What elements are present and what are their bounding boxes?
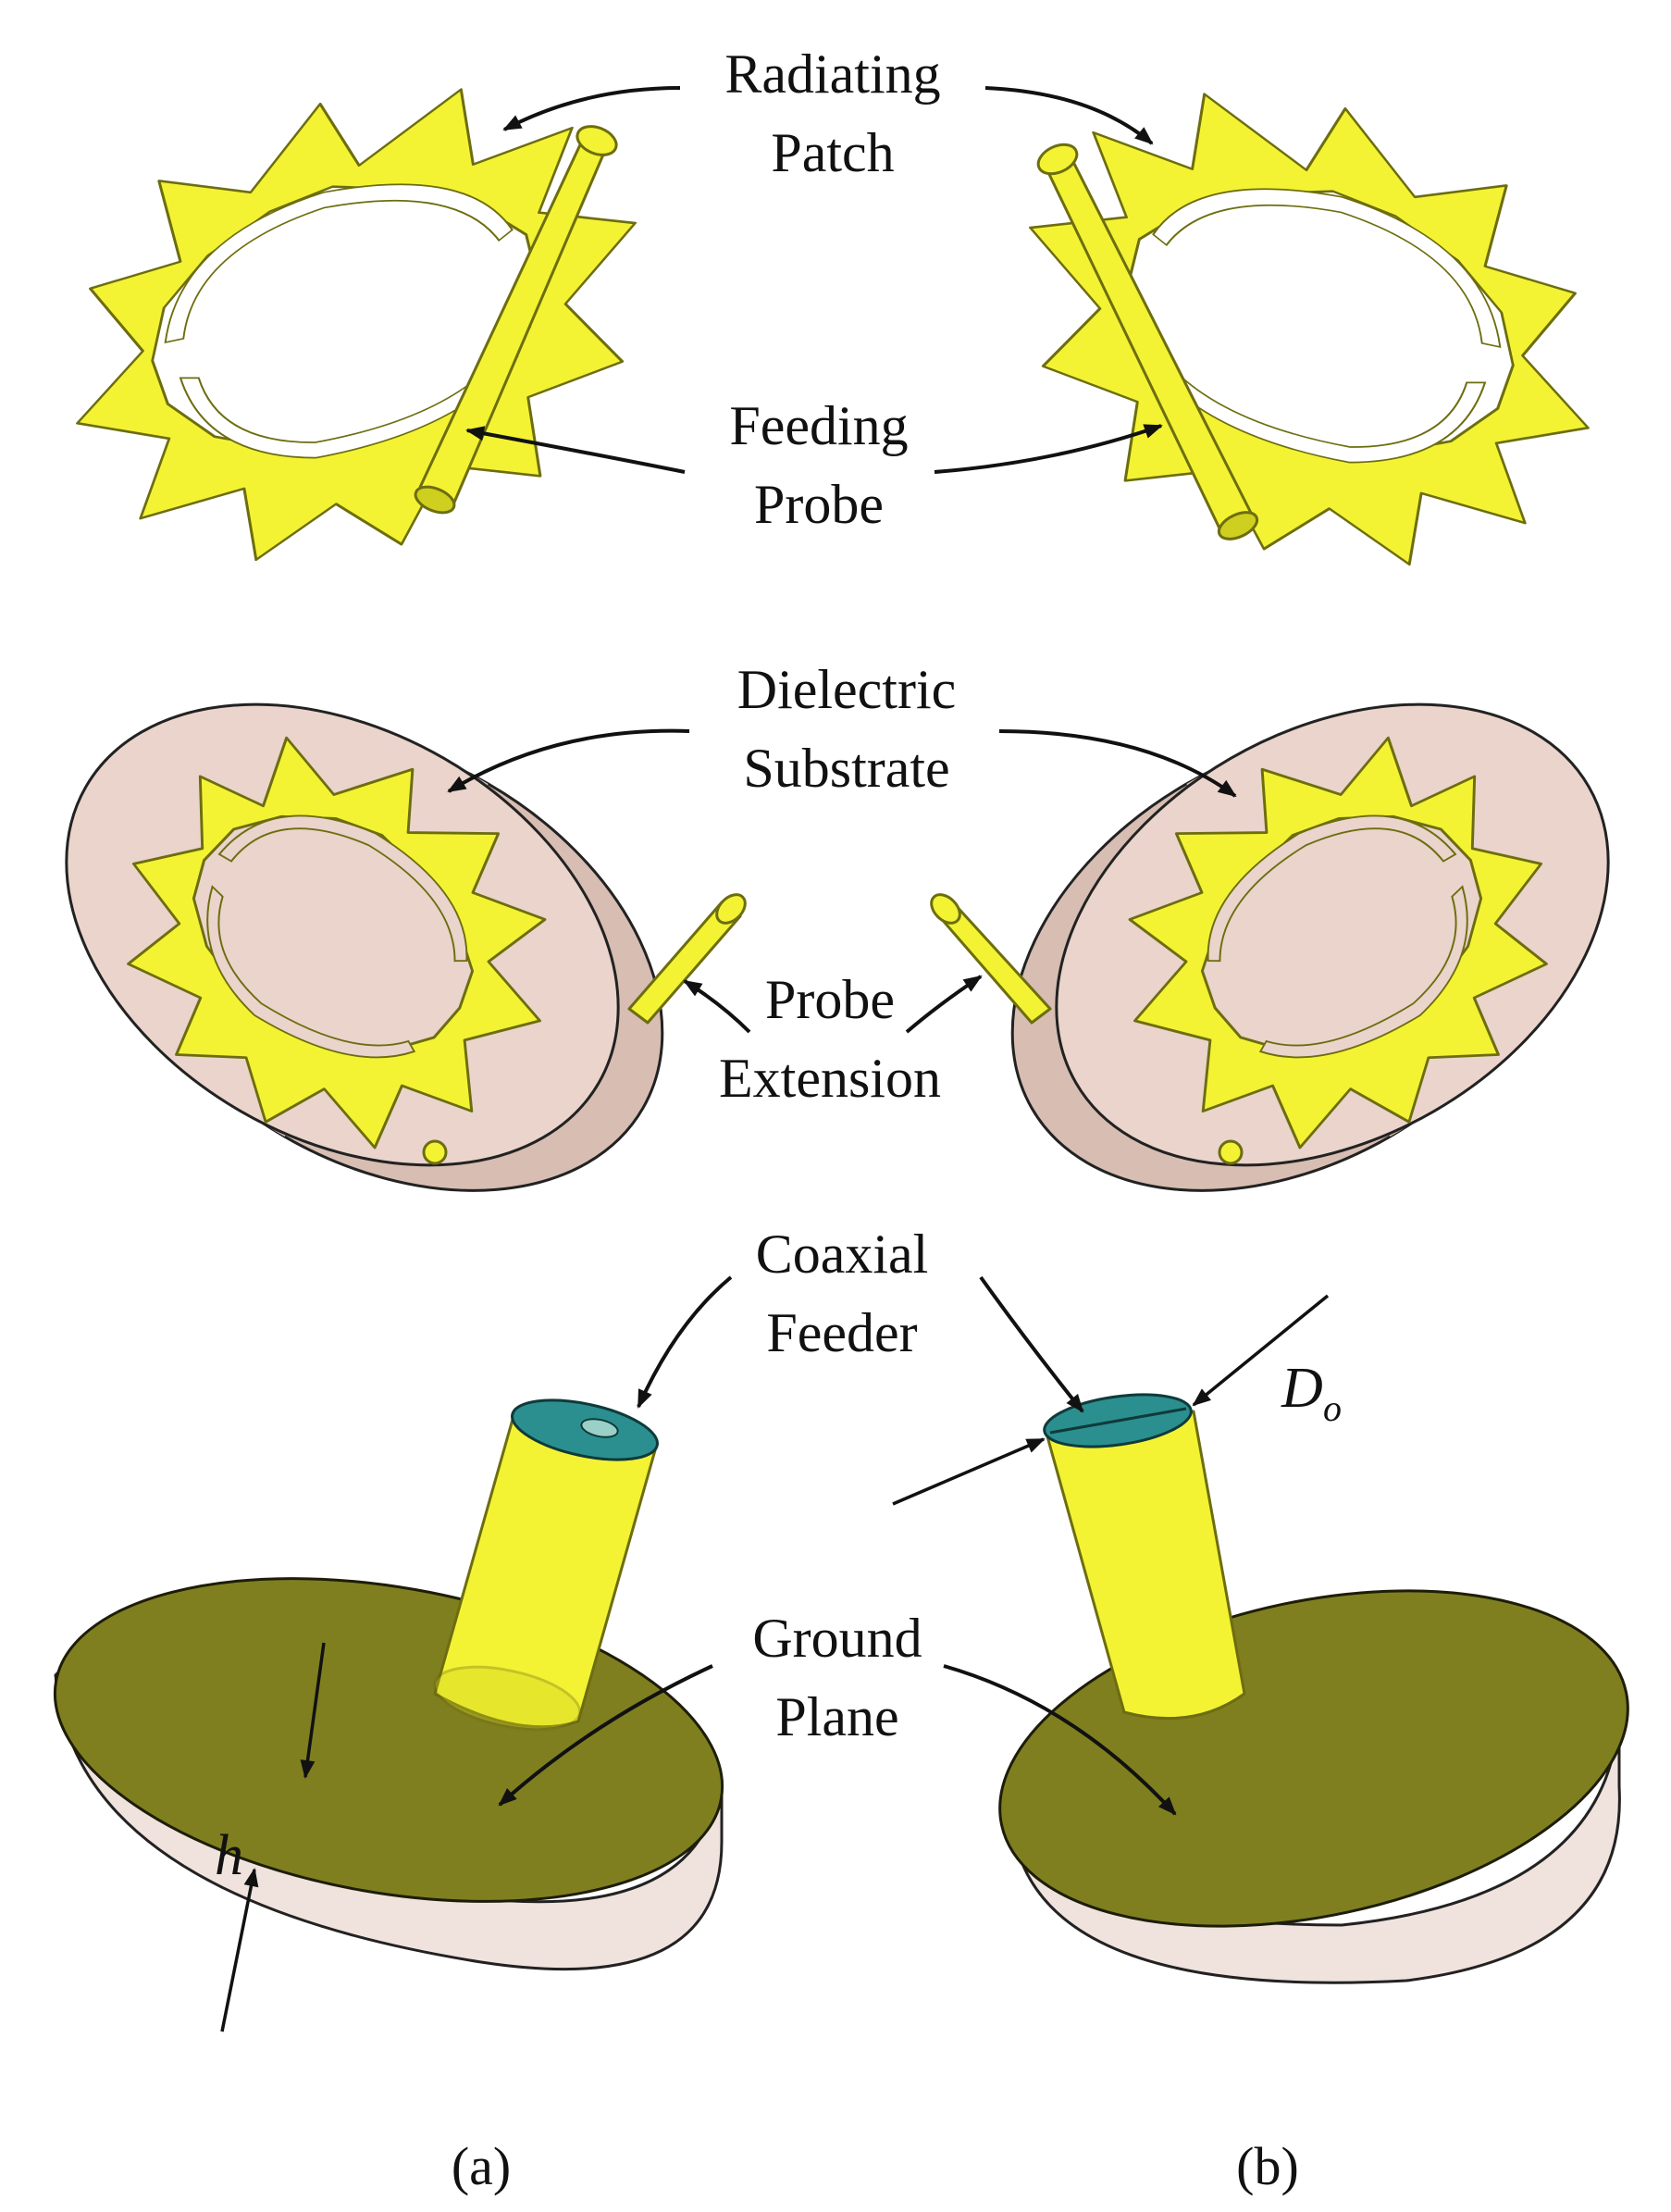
label-probe-extension-line2: Extension xyxy=(719,1048,941,1109)
label-coaxial-feeder: Coaxial Feeder xyxy=(756,1224,929,1363)
symbol-outer-diameter: D o xyxy=(1281,1357,1342,1429)
label-dielectric-substrate-line1: Dielectric xyxy=(737,659,957,720)
label-radiating-patch-line1: Radiating xyxy=(724,43,940,105)
label-coaxial-feeder-line2: Feeder xyxy=(766,1302,917,1363)
label-feeding-probe-line1: Feeding xyxy=(729,395,908,456)
dimension-do xyxy=(892,1294,1330,1506)
symbol-outer-diameter-subscript: o xyxy=(1323,1387,1342,1429)
label-ground-plane-line2: Plane xyxy=(775,1686,898,1747)
symbol-outer-diameter-base: D xyxy=(1281,1357,1323,1420)
label-radiating-patch: Radiating Patch xyxy=(724,43,940,183)
label-probe-extension: Probe Extension xyxy=(719,969,941,1109)
ground-coax-a xyxy=(53,1398,724,1971)
label-feeding-probe: Feeding Probe xyxy=(729,395,908,535)
symbol-height: h xyxy=(215,1824,243,1887)
patch-probe-b xyxy=(1018,42,1601,618)
label-radiating-patch-line2: Patch xyxy=(771,122,894,183)
patch-probe-a xyxy=(65,37,648,614)
label-dielectric-substrate: Dielectric Substrate xyxy=(737,659,957,799)
label-feeding-probe-line2: Probe xyxy=(754,474,884,535)
ground-coax-b xyxy=(998,1393,1629,1984)
caption-a: (a) xyxy=(452,2136,511,2196)
label-probe-extension-line1: Probe xyxy=(765,969,895,1030)
label-coaxial-feeder-line1: Coaxial xyxy=(756,1224,929,1285)
leader-arrows xyxy=(447,86,1237,1816)
dimension-h xyxy=(220,1642,326,2032)
substrate-b xyxy=(930,670,1622,1217)
label-ground-plane-line1: Ground xyxy=(752,1608,922,1669)
substrate-a xyxy=(53,670,747,1217)
label-ground-plane: Ground Plane xyxy=(752,1608,922,1747)
caption-b: (b) xyxy=(1236,2136,1299,2196)
label-dielectric-substrate-line2: Substrate xyxy=(743,738,949,799)
